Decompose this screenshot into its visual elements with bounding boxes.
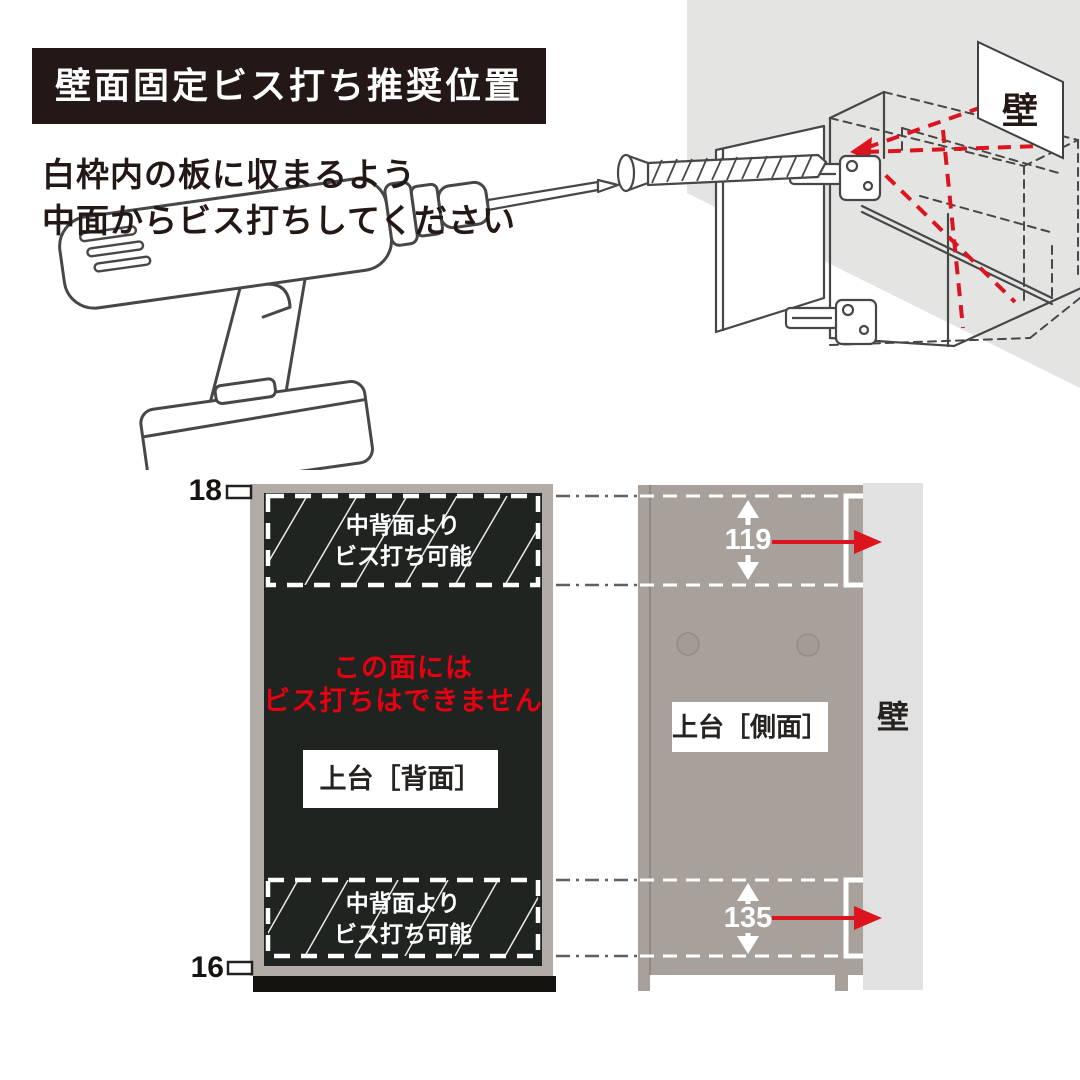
hatch-bottom-zone (268, 880, 538, 956)
wall-label: 壁 (1001, 90, 1038, 131)
no-screw-warning: この面には ビス打ちはできません (254, 652, 552, 718)
installation-illustration (58, 0, 1080, 470)
allowed-zone-line-2: ビス打ち可能 (334, 543, 472, 569)
cam-holes (676, 632, 820, 657)
bottom-thickness-value: 16 (190, 951, 224, 984)
thickness-markers (225, 484, 254, 976)
hinge-icon (784, 298, 878, 346)
side-zone-lines (640, 494, 861, 958)
connector-lines (556, 494, 640, 958)
back-panel-bottom-strip (253, 976, 556, 992)
allowed-zone-bottom-border (265, 877, 541, 959)
allowed-zone-line-2: ビス打ち可能 (334, 921, 472, 947)
instruction-line-1: 白枠内の板に収まるよう (42, 156, 416, 193)
measure-arrows (737, 500, 759, 954)
allowed-zone-top-border (265, 493, 541, 588)
allowed-zone-bottom-text: 中背面より ビス打ち可能 (268, 888, 538, 950)
warning-line-2: ビス打ちはできません (263, 686, 543, 716)
warning-line-1: この面には (333, 653, 473, 683)
wall-label: 壁 (876, 699, 909, 735)
instruction-text: 白枠内の板に収まるよう 中面からビス打ちしてください (42, 152, 516, 244)
upper-zone-height-value: 119 (724, 524, 772, 556)
drill-vent-slots (79, 225, 152, 273)
allowed-zone-line-1: 中背面より (345, 512, 461, 538)
lower-diagrams (225, 483, 923, 992)
hatch-top-zone (268, 496, 538, 585)
page-title: 壁面固定ビス打ち推奨位置 (32, 48, 546, 124)
wall-tag (977, 40, 1064, 160)
side-panel-foot (638, 975, 650, 991)
back-panel-label: 上台［背面］ (303, 750, 498, 808)
side-panel-foot (835, 975, 848, 991)
lower-zone-height-value: 135 (723, 902, 773, 934)
wall-strip (863, 483, 923, 990)
screw-into-wall-arrows (772, 530, 882, 930)
screw-icon (616, 153, 828, 193)
top-thickness-value: 18 (188, 474, 222, 507)
back-panel-face (264, 493, 542, 966)
allowed-zone-line-1: 中背面より (345, 890, 461, 916)
instruction-line-2: 中面からビス打ちしてください (42, 202, 517, 239)
allowed-zone-top-text: 中背面より ビス打ち可能 (268, 510, 538, 572)
drill-icon (58, 177, 491, 470)
side-panel-label: 上台［側面］ (672, 702, 828, 752)
